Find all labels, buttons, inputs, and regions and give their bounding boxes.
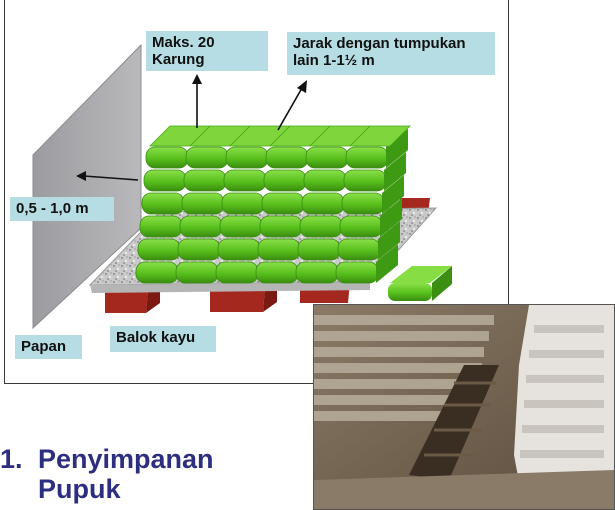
- sack: [336, 262, 378, 283]
- sack: [216, 262, 258, 283]
- sack: [182, 193, 224, 214]
- sack: [296, 262, 338, 283]
- sack: [176, 262, 218, 283]
- sack: [144, 170, 186, 191]
- sack: [226, 147, 268, 168]
- sack: [218, 239, 260, 260]
- label-board: Papan: [15, 335, 82, 359]
- sack: [136, 262, 178, 283]
- sack: [342, 193, 384, 214]
- sack: [262, 193, 304, 214]
- page-title: 1.Penyimpanan Pupuk: [0, 444, 214, 504]
- sack: [346, 147, 388, 168]
- sack: [220, 216, 262, 237]
- warehouse-photo: [313, 304, 615, 510]
- label-stack-distance: Jarak dengan tumpukan lain 1-1½ m: [287, 32, 495, 75]
- sack: [256, 262, 298, 283]
- sack: [184, 170, 226, 191]
- title-number: 1.: [0, 444, 38, 474]
- sack: [260, 216, 302, 237]
- sack: [258, 239, 300, 260]
- label-max-sacks: Maks. 20 Karung: [146, 31, 268, 71]
- sack: [300, 216, 342, 237]
- sack: [340, 216, 382, 237]
- sack: [304, 170, 346, 191]
- sack: [222, 193, 264, 214]
- title-line-1: Penyimpanan: [38, 444, 214, 474]
- label-wall-distance: 0,5 - 1,0 m: [10, 197, 114, 221]
- sack: [302, 193, 344, 214]
- label-wooden-beam: Balok kayu: [110, 326, 216, 352]
- sack: [146, 147, 188, 168]
- title-line-2: Pupuk: [0, 474, 214, 504]
- sack: [180, 216, 222, 237]
- sack: [140, 216, 182, 237]
- sack: [186, 147, 228, 168]
- sack: [264, 170, 306, 191]
- sack: [306, 147, 348, 168]
- spare-sack: [388, 266, 452, 301]
- sack: [178, 239, 220, 260]
- sack: [298, 239, 340, 260]
- sack: [338, 239, 380, 260]
- sack: [142, 193, 184, 214]
- sack: [224, 170, 266, 191]
- sack: [344, 170, 386, 191]
- sack: [266, 147, 308, 168]
- sack: [138, 239, 180, 260]
